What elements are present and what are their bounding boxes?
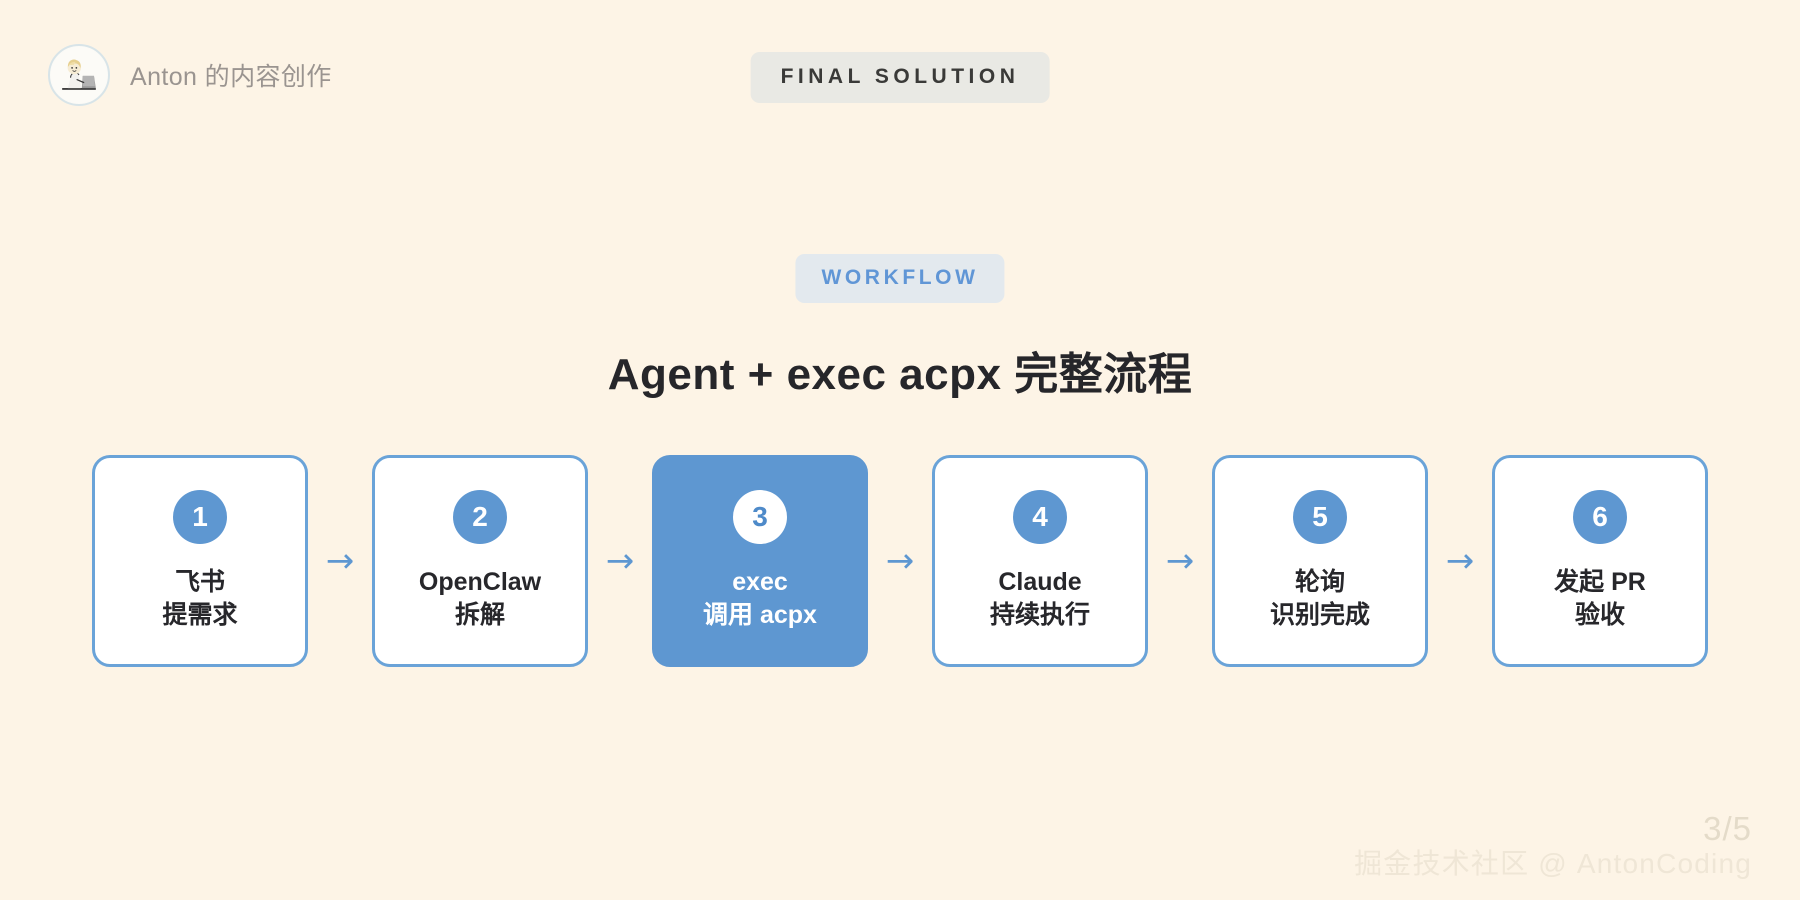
arrow-right-icon: → bbox=[885, 541, 915, 581]
step-label-secondary: 验收 bbox=[1574, 601, 1625, 629]
step-label-primary: 飞书 bbox=[174, 568, 225, 596]
step-label-primary: 发起 PR bbox=[1554, 568, 1646, 596]
step-number-badge: 6 bbox=[1573, 490, 1627, 544]
step-label-primary: Claude bbox=[998, 568, 1082, 596]
step-number-badge: 3 bbox=[733, 490, 787, 544]
workflow-step-card[interactable]: 1 飞书提需求 bbox=[92, 455, 308, 667]
step-label-primary: 轮询 bbox=[1294, 568, 1345, 596]
arrow-right-icon: → bbox=[1445, 541, 1475, 581]
workflow-step-card[interactable]: 5 轮询识别完成 bbox=[1212, 455, 1428, 667]
person-at-laptop-illustration-icon bbox=[50, 46, 108, 104]
page-indicator: 3/5 bbox=[1703, 810, 1752, 847]
step-label-secondary: 持续执行 bbox=[989, 601, 1090, 629]
step-number-badge: 2 bbox=[453, 490, 507, 544]
step-label-secondary: 调用 acpx bbox=[703, 601, 817, 629]
workflow-step-card[interactable]: 6 发起 PR 验收 bbox=[1492, 455, 1708, 667]
step-label-secondary: 提需求 bbox=[162, 601, 238, 629]
step-label-primary: OpenClaw bbox=[418, 568, 542, 596]
step-label-secondary: 识别完成 bbox=[1269, 601, 1370, 629]
arrow-right-icon: → bbox=[325, 541, 355, 581]
step-number-badge: 1 bbox=[173, 490, 227, 544]
workflow-badge: WORKFLOW bbox=[795, 254, 1005, 303]
step-number-badge: 4 bbox=[1013, 490, 1067, 544]
watermark: 掘金技术社区 @ AntonCoding bbox=[1354, 848, 1752, 879]
page-title: Agent + exec acpx 完整流程 bbox=[607, 350, 1193, 399]
brand-header: Anton 的内容创作 bbox=[48, 44, 332, 106]
arrow-right-icon: → bbox=[1165, 541, 1195, 581]
workflow-step-card[interactable]: 3 exec 调用 acpx bbox=[652, 455, 868, 667]
step-label-primary: exec bbox=[732, 568, 788, 596]
step-label-secondary: 拆解 bbox=[454, 601, 505, 629]
step-number-badge: 5 bbox=[1293, 490, 1347, 544]
arrow-right-icon: → bbox=[605, 541, 635, 581]
final-solution-badge: FINAL SOLUTION bbox=[750, 52, 1050, 103]
avatar bbox=[48, 44, 110, 106]
brand-name: Anton 的内容创作 bbox=[130, 63, 332, 91]
